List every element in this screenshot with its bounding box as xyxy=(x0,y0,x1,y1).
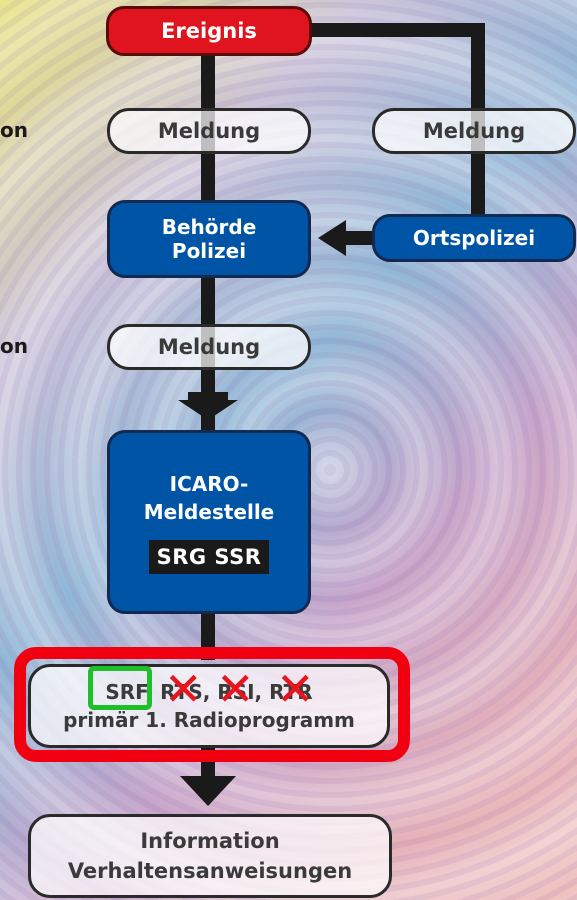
report-label: Meldung xyxy=(157,119,261,143)
icaro-node: ICARO- Meldestelle SRG SSR xyxy=(107,430,311,614)
local-police-node: Ortspolizei xyxy=(372,214,576,262)
green-selection-box xyxy=(88,666,152,710)
authority-node: Behörde Polizei xyxy=(107,200,311,278)
report-label: Meldung xyxy=(157,335,261,359)
red-highlight-frame xyxy=(14,647,410,762)
report-node-left-1: Meldung xyxy=(107,108,311,154)
event-label: Ereignis xyxy=(161,19,257,43)
information-label-line1: Information xyxy=(140,829,280,853)
side-label-2: on xyxy=(0,334,28,358)
red-cross-icon: ✕ xyxy=(164,662,203,716)
local-police-label: Ortspolizei xyxy=(412,226,536,250)
authority-label-line2: Polizei xyxy=(171,239,247,263)
report-node-right: Meldung xyxy=(372,108,576,154)
red-cross-icon: ✕ xyxy=(216,662,255,716)
srg-ssr-logo: SRG SSR xyxy=(148,540,270,574)
down-arrow-head-2 xyxy=(180,776,236,806)
down-arrow-head-1 xyxy=(178,392,238,420)
icaro-label-line2: Meldestelle xyxy=(143,500,275,524)
icaro-label-line1: ICARO- xyxy=(169,472,249,496)
left-arrow-head xyxy=(318,220,346,256)
broadcasters-sublabel: primär 1. Radioprogramm xyxy=(63,708,355,732)
report-node-left-2: Meldung xyxy=(107,324,311,370)
red-cross-icon: ✕ xyxy=(276,662,315,716)
broadcasters-label: SRF, RTS, RSI, RTR xyxy=(105,680,313,704)
information-node: Information Verhaltensanweisungen xyxy=(28,814,392,898)
side-label-1: on xyxy=(0,118,28,142)
information-label-line2: Verhaltensanweisungen xyxy=(67,859,353,883)
authority-label-line1: Behörde xyxy=(161,215,257,239)
event-node: Ereignis xyxy=(106,6,312,56)
report-label: Meldung xyxy=(422,119,526,143)
